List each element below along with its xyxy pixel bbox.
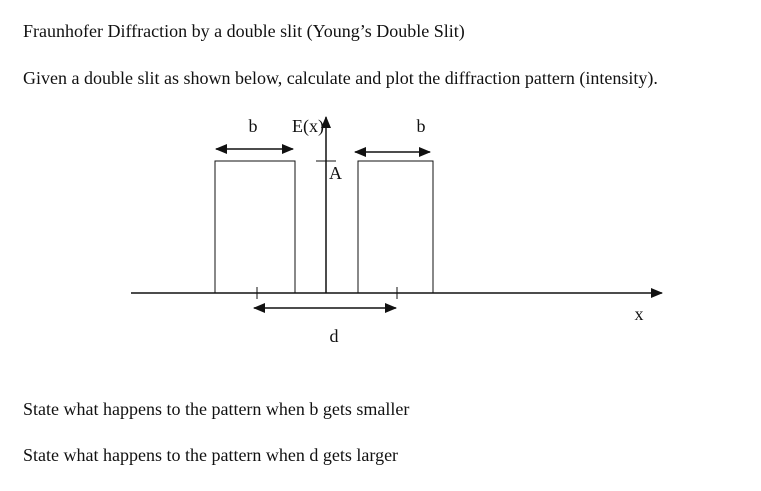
x-axis-label: x bbox=[635, 304, 644, 324]
question-1: State what happens to the pattern when b… bbox=[23, 399, 410, 419]
problem-statement: Given a double slit as shown below, calc… bbox=[23, 68, 658, 88]
question-2: State what happens to the pattern when d… bbox=[23, 445, 399, 465]
left-slit bbox=[214, 160, 296, 294]
separation-label: d bbox=[330, 326, 339, 346]
document-title: Fraunhofer Diffraction by a double slit … bbox=[23, 21, 465, 41]
right-slit bbox=[357, 160, 434, 294]
left-width-label: b bbox=[249, 116, 258, 136]
amplitude-label: A bbox=[329, 163, 342, 183]
right-width-label: b bbox=[417, 116, 426, 136]
y-axis-label: E(x) bbox=[292, 116, 324, 137]
